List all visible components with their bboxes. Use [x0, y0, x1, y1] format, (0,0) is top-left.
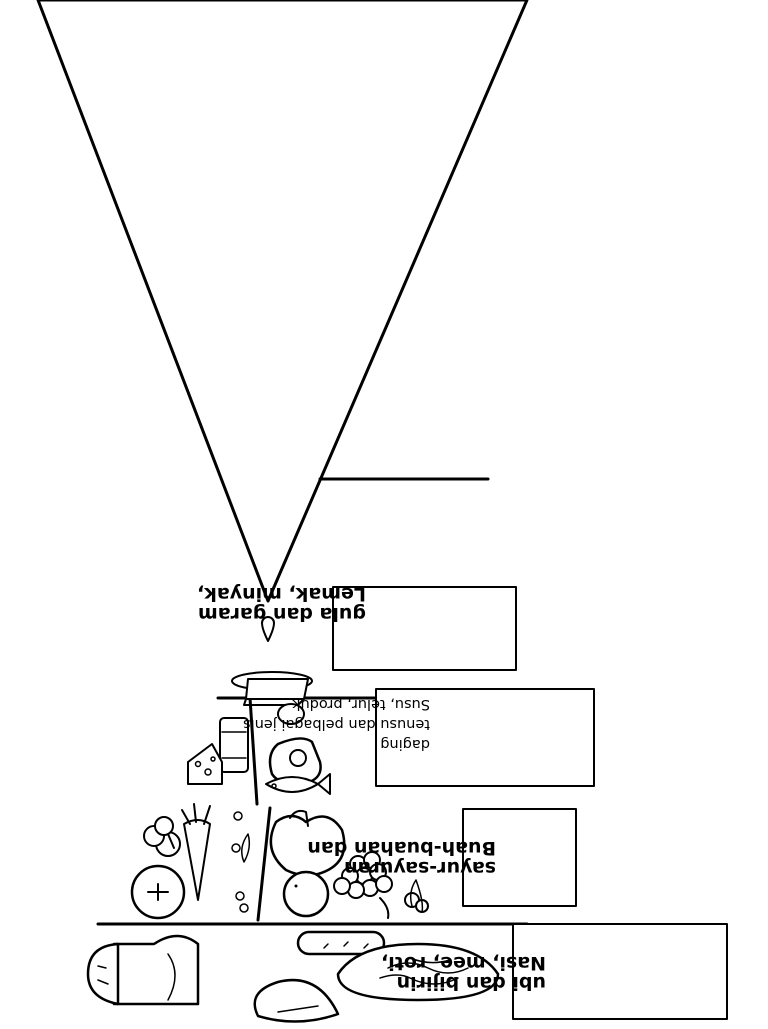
tier-split-3: [248, 696, 259, 806]
butter-dish-icon: [231, 671, 313, 706]
tomato-icon: [130, 864, 186, 920]
cheese-icon: [187, 743, 223, 785]
oil-drop-icon: [261, 616, 275, 642]
label-protein-line-3: daging: [380, 736, 430, 752]
label-fats-line-2: gula dan garam: [198, 603, 366, 625]
noodles-icon: [336, 942, 500, 1002]
sausage-roll-icon: [296, 930, 386, 956]
milk-glass-icon: [219, 717, 249, 773]
grapes-icon: [333, 851, 393, 919]
label-tag-fats: [332, 586, 517, 671]
label-fats: Lemak, minyak, gula dan garam: [197, 583, 366, 625]
label-fruit-veg-line-2: sayur-sayuran: [344, 857, 496, 879]
label-fruit-veg: Buah-buahan dan sayur-sayuran: [307, 837, 496, 879]
label-protein-line-2: tenusu dan pelbagai jenis: [243, 716, 430, 732]
orange-icon: [282, 870, 330, 918]
label-fruit-veg-line-1: Buah-buahan dan: [307, 837, 496, 859]
label-protein-line-1: Susu, telur, produk: [292, 696, 430, 712]
label-grains: Nasi, mee, roti, ubi dan bijirin: [381, 952, 546, 994]
broccoli-icon: [143, 816, 181, 857]
label-protein: Susu, telur, produk tenusu dan pelbagai …: [243, 696, 430, 752]
pyramid-outline: [36, 0, 529, 603]
label-tag-fruit-veg: [462, 808, 577, 907]
peas-icon: [231, 811, 251, 913]
cherries-icon: [404, 879, 429, 913]
fish-icon: [265, 773, 331, 795]
label-grains-line-1: Nasi, mee, roti,: [381, 952, 546, 974]
label-tag-grains: [512, 923, 728, 1020]
tier-split-2: [256, 806, 272, 922]
carrot-icon: [181, 803, 211, 901]
label-grains-line-2: ubi dan bijirin: [397, 972, 546, 994]
bread-loaf-icon: [86, 934, 200, 1006]
label-fats-line-1: Lemak, minyak,: [197, 583, 366, 605]
egg-icon: [277, 703, 305, 725]
label-tag-protein: [375, 688, 595, 787]
apple-icon: [269, 809, 346, 877]
sweet-potato-icon: [253, 978, 340, 1023]
